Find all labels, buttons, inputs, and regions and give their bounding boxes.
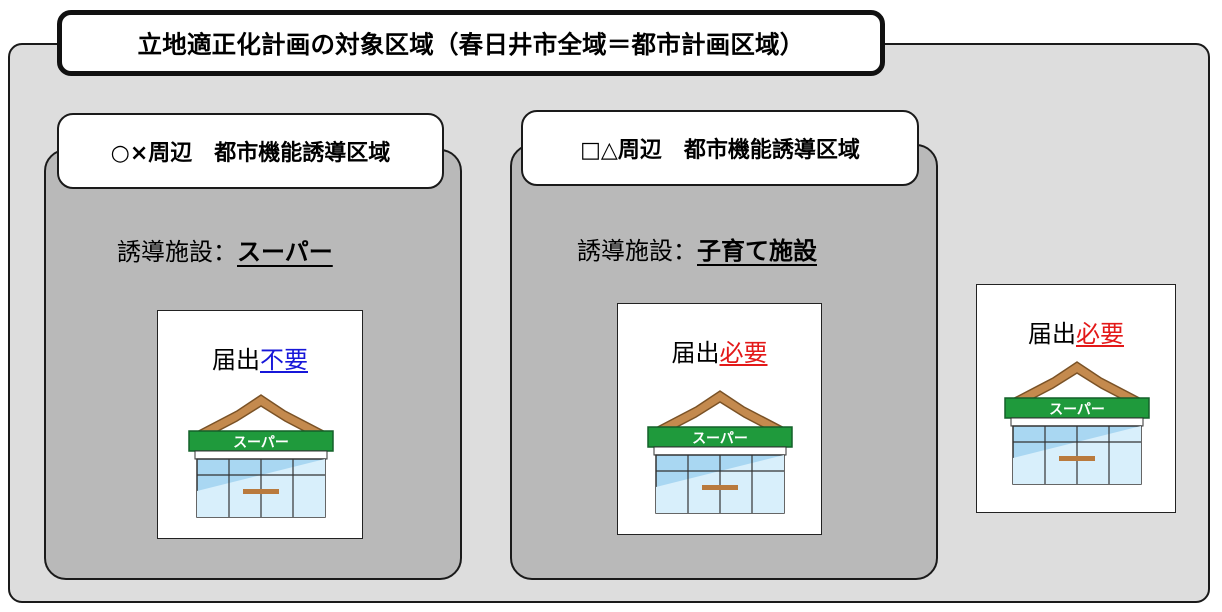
notice-status: 必要 (719, 339, 768, 367)
notice-prefix: 届出 (1028, 320, 1076, 348)
store-card-outside: 届出必要 スーパー (976, 284, 1176, 513)
facility-value: 子育て施設 (697, 237, 817, 265)
facility-line-2: 誘導施設：子育て施設 (577, 231, 817, 266)
facility-value: スーパー (237, 238, 333, 266)
notice-status: 必要 (1076, 320, 1124, 348)
zone-label-2: □△周辺 都市機能誘導区域 (521, 110, 919, 186)
notice-2: 届出必要 (618, 333, 821, 368)
zone-label-1: ○×周辺 都市機能誘導区域 (57, 113, 444, 189)
facility-prefix: 誘導施設： (577, 237, 697, 265)
store-card-2: 届出必要 スーパー (617, 303, 822, 535)
notice-status: 不要 (260, 346, 308, 374)
store-sign: スーパー (233, 435, 289, 451)
store-card-1: 届出不要 スーパー (157, 310, 363, 539)
notice-prefix: 届出 (671, 339, 720, 367)
notice-outside: 届出必要 (977, 314, 1175, 349)
supermarket-icon: スーパー (647, 390, 793, 514)
facility-line-1: 誘導施設：スーパー (117, 232, 333, 267)
notice-prefix: 届出 (212, 346, 260, 374)
supermarket-icon: スーパー (188, 394, 334, 518)
store-sign: スーパー (1049, 402, 1105, 418)
notice-1: 届出不要 (158, 340, 362, 375)
store-sign: スーパー (692, 431, 748, 447)
planning-area-title: 立地適正化計画の対象区域（春日井市全域＝都市計画区域） (57, 10, 885, 76)
supermarket-icon: スーパー (1004, 361, 1150, 485)
facility-prefix: 誘導施設： (117, 238, 237, 266)
